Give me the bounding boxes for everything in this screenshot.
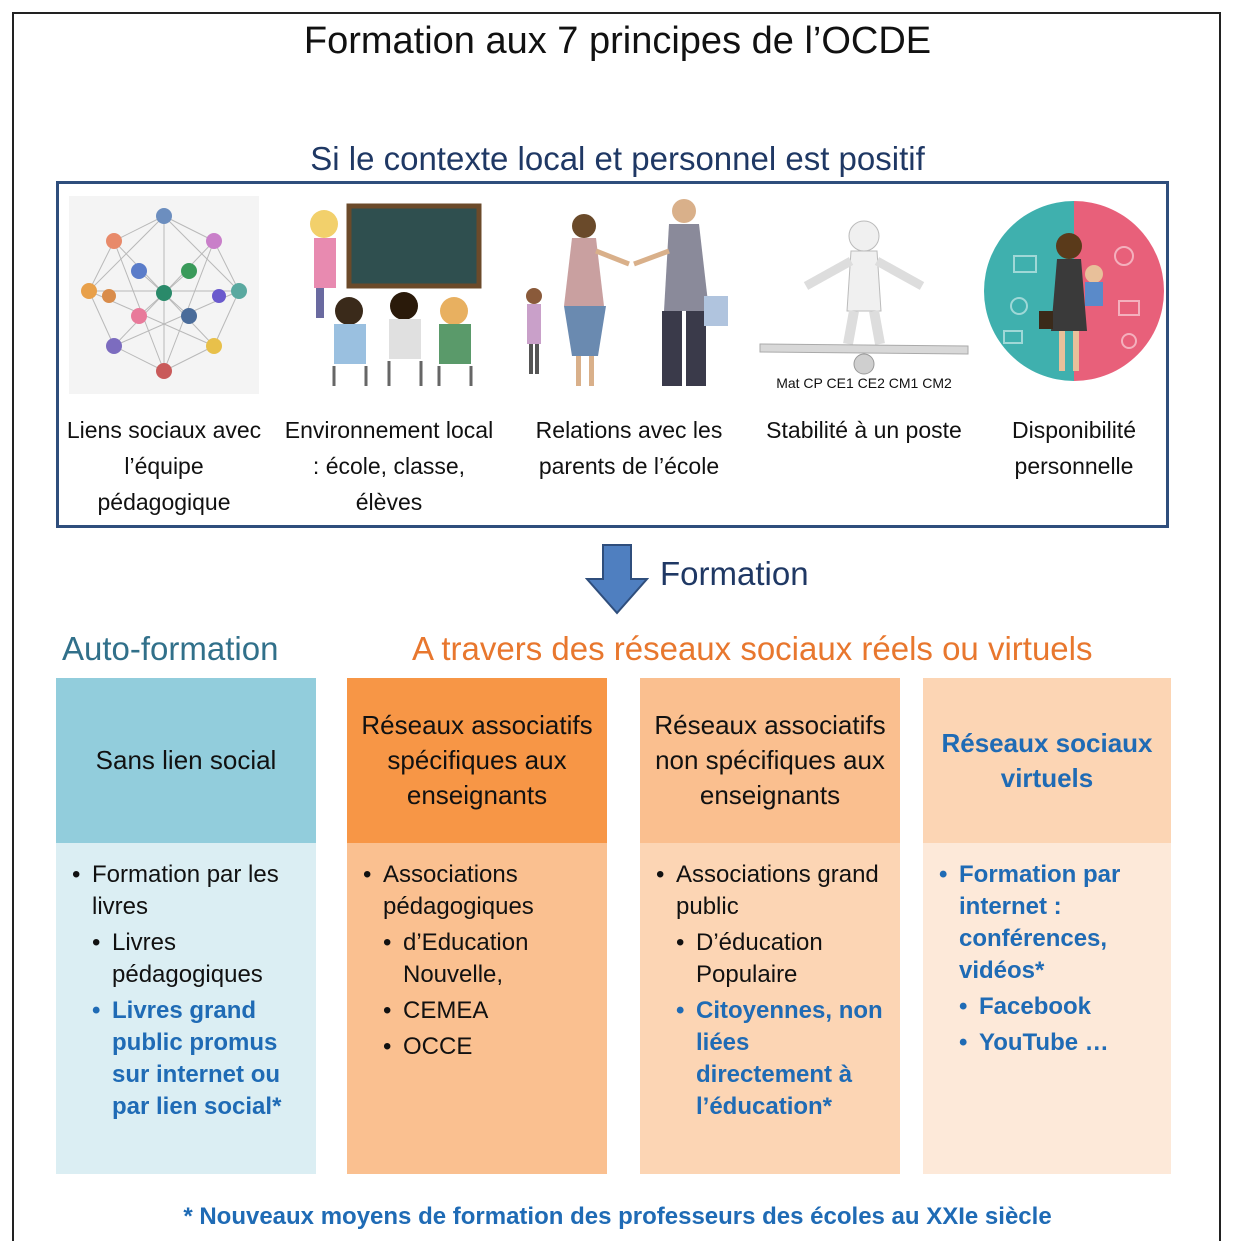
down-arrow-icon: [584, 543, 650, 620]
social-network-icon: [69, 196, 259, 394]
column-header: Réseaux associatifs non spécifiques aux …: [640, 678, 900, 843]
column-body: •Associations grand public •D’éducation …: [640, 843, 900, 1174]
column-header: Sans lien social: [56, 678, 316, 843]
context-item-environment: Environnement local : école, classe, élè…: [284, 196, 494, 520]
context-label-environment: Environnement local : école, classe, élè…: [284, 417, 494, 515]
column-body: •Formation par internet : conférences, v…: [923, 843, 1171, 1174]
stability-image-caption: Mat CP CE1 CE2 CM1 CM2: [776, 375, 952, 391]
classroom-icon: [294, 196, 484, 394]
context-item-social: Liens sociaux avec l’équipe pédagogique: [59, 196, 269, 520]
column-header: Réseaux sociaux virtuels: [923, 678, 1171, 843]
list-subitem-highlight: •Livres grand public promus sur internet…: [92, 997, 282, 1120]
auto-formation-title: Auto-formation: [62, 630, 279, 667]
column-associations-public: Réseaux associatifs non spécifiques aux …: [640, 678, 900, 1174]
context-subtitle: Si le contexte local et personnel est po…: [310, 140, 925, 177]
formation-label: Formation: [660, 555, 809, 592]
column-associations-teachers: Réseaux associatifs spécifiques aux ense…: [347, 678, 607, 1174]
footnote: * Nouveaux moyens de formation des profe…: [183, 1203, 1052, 1230]
list-subitem-highlight: •Citoyennes, non liées directement à l’é…: [676, 997, 883, 1120]
column-body: •Formation par les livres •Livres pédago…: [56, 843, 316, 1174]
context-item-parents: Relations avec les parents de l’école: [524, 196, 734, 484]
context-item-stability: Mat CP CE1 CE2 CM1 CM2 Stabilité à un po…: [754, 196, 974, 448]
list-item: •Formation par les livres: [72, 861, 279, 920]
list-item: •Associations grand public: [656, 861, 879, 920]
column-auto-formation: Sans lien social •Formation par les livr…: [56, 678, 316, 1174]
context-label-parents: Relations avec les parents de l’école: [535, 417, 723, 479]
list-subitem: •YouTube …: [959, 1029, 1109, 1056]
balance-icon: Mat CP CE1 CE2 CM1 CM2: [756, 196, 972, 394]
networks-title: A travers des réseaux sociaux réels ou v…: [412, 630, 1093, 667]
context-label-stability: Stabilité à un poste: [766, 417, 962, 443]
context-item-availability: Disponibilité personnelle: [969, 196, 1179, 484]
column-body: •Associations pédagogiques •d’Education …: [347, 843, 607, 1174]
handshake-icon: [526, 196, 728, 394]
list-subitem: •OCCE: [383, 1033, 473, 1060]
page-title: Formation aux 7 principes de l’OCDE: [303, 20, 932, 62]
context-label-availability: Disponibilité personnelle: [1011, 417, 1136, 479]
context-label-social: Liens sociaux avec l’équipe pédagogique: [66, 417, 262, 515]
list-item: •Associations pédagogiques: [363, 861, 534, 920]
work-life-icon: [979, 196, 1169, 394]
list-subitem: •d’Education Nouvelle,: [383, 929, 529, 988]
list-subitem: •Livres pédagogiques: [92, 929, 263, 988]
list-subitem: •CEMEA: [383, 997, 489, 1024]
list-subitem: •D’éducation Populaire: [676, 929, 823, 988]
list-subitem: •Facebook: [959, 993, 1092, 1020]
column-header: Réseaux associatifs spécifiques aux ense…: [347, 678, 607, 843]
context-box: Liens sociaux avec l’équipe pédagogique: [56, 181, 1169, 528]
list-item: •Formation par internet : conférences, v…: [939, 861, 1121, 984]
column-virtual-networks: Réseaux sociaux virtuels •Formation par …: [923, 678, 1171, 1174]
